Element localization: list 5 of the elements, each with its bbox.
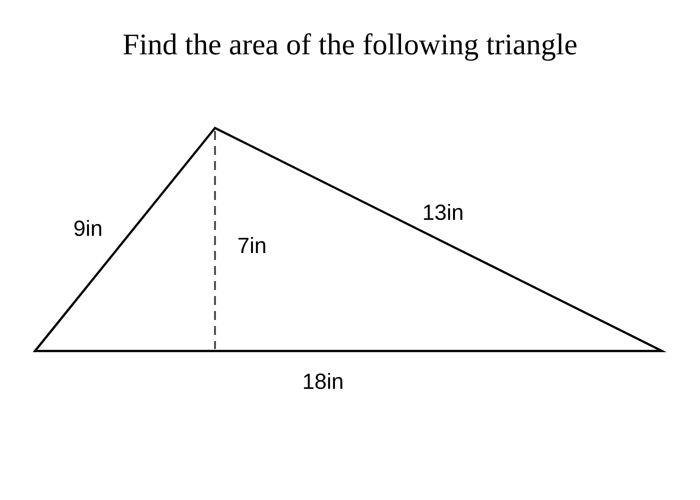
dimension-label: 18in (304, 372, 342, 390)
title: Find the area of the following triangle (123, 33, 576, 61)
dimension-label: 9in (74, 220, 102, 236)
dimension-label: 13in (424, 204, 462, 220)
dimension-label: 7in (238, 237, 266, 253)
